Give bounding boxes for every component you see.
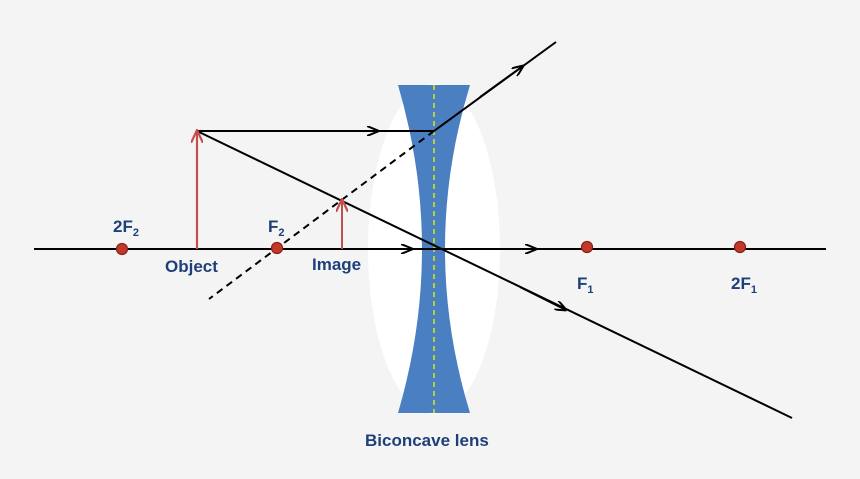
focal-point-f2 [270, 241, 284, 255]
ray-through-center-arrow [519, 286, 566, 310]
ray-refracted-diverging-arrow [479, 66, 523, 98]
focal-point-2f2 [115, 242, 129, 256]
label-2f1: 2F1 [731, 274, 757, 296]
ray-virtual-extension [208, 130, 435, 300]
focal-point-f1 [580, 240, 594, 254]
label-2f2: 2F2 [113, 217, 139, 239]
ray-through-center [196, 130, 793, 419]
label-object: Object [165, 257, 218, 276]
label-f1: F1 [577, 274, 594, 296]
label-f2: F2 [268, 217, 285, 239]
label-lens: Biconcave lens [365, 431, 489, 450]
focal-point-2f1 [733, 240, 747, 254]
label-image: Image [312, 255, 361, 274]
